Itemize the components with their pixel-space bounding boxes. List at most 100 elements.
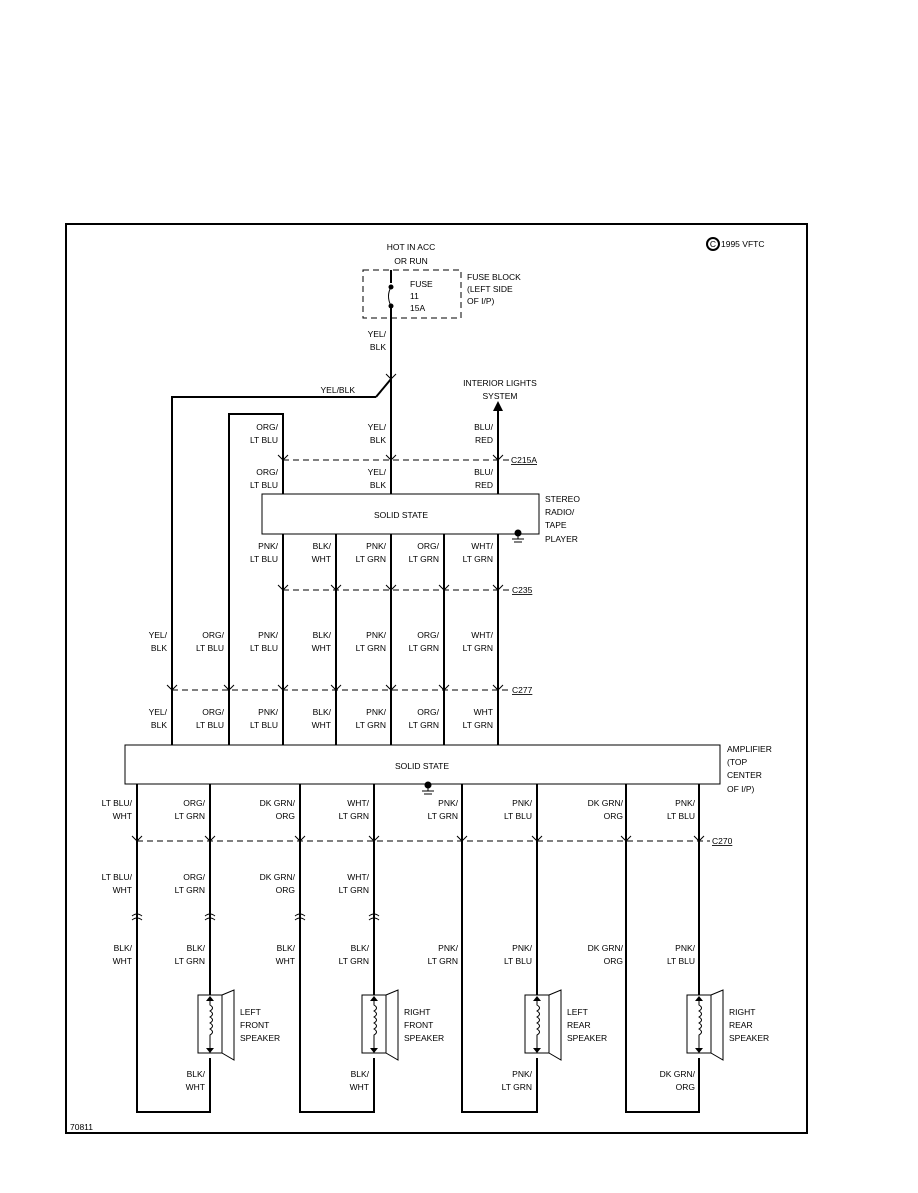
speaker-label-2: REAR (729, 1020, 753, 1030)
wire-label: WHT (113, 811, 132, 821)
radio-name-1: STEREO (545, 494, 580, 504)
connector-c215a: C215A (511, 455, 537, 465)
wire-label: WHT/ (471, 630, 493, 640)
wire-label: LT GRN (463, 643, 493, 653)
wire-label: PNK/ (675, 943, 695, 953)
wire-label: LT BLU (196, 643, 224, 653)
radio-component (261, 493, 540, 535)
wire-label: LT BLU (196, 720, 224, 730)
wire-label: LT BLU (667, 956, 695, 966)
wire-label: LT BLU (667, 811, 695, 821)
wire-label: BLK/ (351, 943, 370, 953)
wire-label: LT GRN (356, 643, 386, 653)
wire-label: LT BLU (250, 435, 278, 445)
diagram-frame (65, 223, 808, 1134)
wire-label: PNK/ (675, 798, 695, 808)
wire-label: LT GRN (356, 554, 386, 564)
wire-label: YEL/BLK (321, 385, 356, 395)
interior-lights-label-2: SYSTEM (483, 391, 518, 401)
wire-label: ORG (276, 811, 295, 821)
wire-label: LT GRN (463, 720, 493, 730)
radio-name-3: TAPE (545, 520, 567, 530)
wire-label: PNK/ (258, 707, 278, 717)
wire-label: WHT (312, 643, 331, 653)
wire-label: BLK (151, 643, 167, 653)
wire-label: ORG (676, 1082, 695, 1092)
wire-label: WHT/ (471, 541, 493, 551)
wire-label: DK GRN/ (260, 798, 296, 808)
wire-label: LT GRN (339, 956, 369, 966)
wire-label: LT GRN (175, 956, 205, 966)
amplifier-name-2: (TOP (727, 757, 747, 767)
wire-label: BLK/ (313, 707, 332, 717)
wire-label: ORG/ (417, 707, 439, 717)
wire-label: BLU/ (474, 467, 494, 477)
wire-label: PNK/ (512, 1069, 532, 1079)
wire-label: BLK/ (351, 1069, 370, 1079)
amplifier-name-3: CENTER (727, 770, 762, 780)
wire-label: ORG/ (256, 467, 278, 477)
wire-label: LT GRN (409, 554, 439, 564)
wire-label: WHT/ (347, 798, 369, 808)
amplifier-solid-state: SOLID STATE (395, 761, 449, 771)
wire-label: ORG/ (202, 630, 224, 640)
interior-lights-label-1: INTERIOR LIGHTS (463, 378, 537, 388)
wire-label: BLK (151, 720, 167, 730)
wire-label: PNK/ (366, 707, 386, 717)
wire-label: LT BLU/ (102, 872, 133, 882)
radio-solid-state: SOLID STATE (374, 510, 428, 520)
wire-label: DK GRN/ (588, 943, 624, 953)
wire-label: BLK (370, 342, 386, 352)
power-label-2: OR RUN (394, 256, 428, 266)
copyright-text: 1995 VFTC (721, 239, 764, 249)
wire-label: YEL/ (149, 707, 168, 717)
wire-label: BLK (370, 480, 386, 490)
wire-label: PNK/ (512, 798, 532, 808)
amplifier-component (124, 744, 721, 785)
wire-label: PNK/ (438, 943, 458, 953)
speaker-label-3: SPEAKER (729, 1033, 769, 1043)
wire-label: ORG (604, 956, 623, 966)
speaker-label-1: RIGHT (404, 1007, 430, 1017)
wire-label: BLU/ (474, 422, 494, 432)
radio-name-4: PLAYER (545, 534, 578, 544)
amplifier-name-1: AMPLIFIER (727, 744, 772, 754)
wire-label: LT BLU (250, 643, 278, 653)
wire-label: LT BLU (504, 811, 532, 821)
wire-label: LT GRN (409, 643, 439, 653)
wire-label: LT GRN (463, 554, 493, 564)
wire-label: BLK/ (313, 630, 332, 640)
speaker-label-3: SPEAKER (404, 1033, 444, 1043)
wire-label: BLK/ (277, 943, 296, 953)
speaker-label-1: LEFT (240, 1007, 261, 1017)
wire-label: PNK/ (258, 630, 278, 640)
wire-label: ORG/ (417, 630, 439, 640)
wire-label: BLK (370, 435, 386, 445)
wire-label: BLK/ (313, 541, 332, 551)
connector-c235: C235 (512, 585, 533, 595)
wire-label: ORG (604, 811, 623, 821)
speaker-label-2: REAR (567, 1020, 591, 1030)
wire-label: LT BLU (250, 554, 278, 564)
wire-label: YEL/ (149, 630, 168, 640)
wire-label: PNK/ (258, 541, 278, 551)
wire-label: ORG (276, 885, 295, 895)
speaker-label-2: FRONT (404, 1020, 433, 1030)
power-label-1: HOT IN ACC (387, 242, 436, 252)
connector-c270: C270 (712, 836, 733, 846)
fuse-block-name-3: OF I/P) (467, 296, 495, 306)
figure-id: 70811 (70, 1122, 93, 1132)
wire-label: WHT (113, 956, 132, 966)
wire-label: LT GRN (502, 1082, 532, 1092)
wire-label: YEL/ (368, 422, 387, 432)
wire-label: WHT (312, 720, 331, 730)
wire-label: LT GRN (409, 720, 439, 730)
wire-label: LT BLU (504, 956, 532, 966)
wire-label: ORG/ (183, 872, 205, 882)
speaker-label-1: LEFT (567, 1007, 588, 1017)
speaker-icon (361, 989, 399, 1061)
wire-label: LT GRN (339, 811, 369, 821)
wire-label: LT BLU/ (102, 798, 133, 808)
connector-c277: C277 (512, 685, 533, 695)
